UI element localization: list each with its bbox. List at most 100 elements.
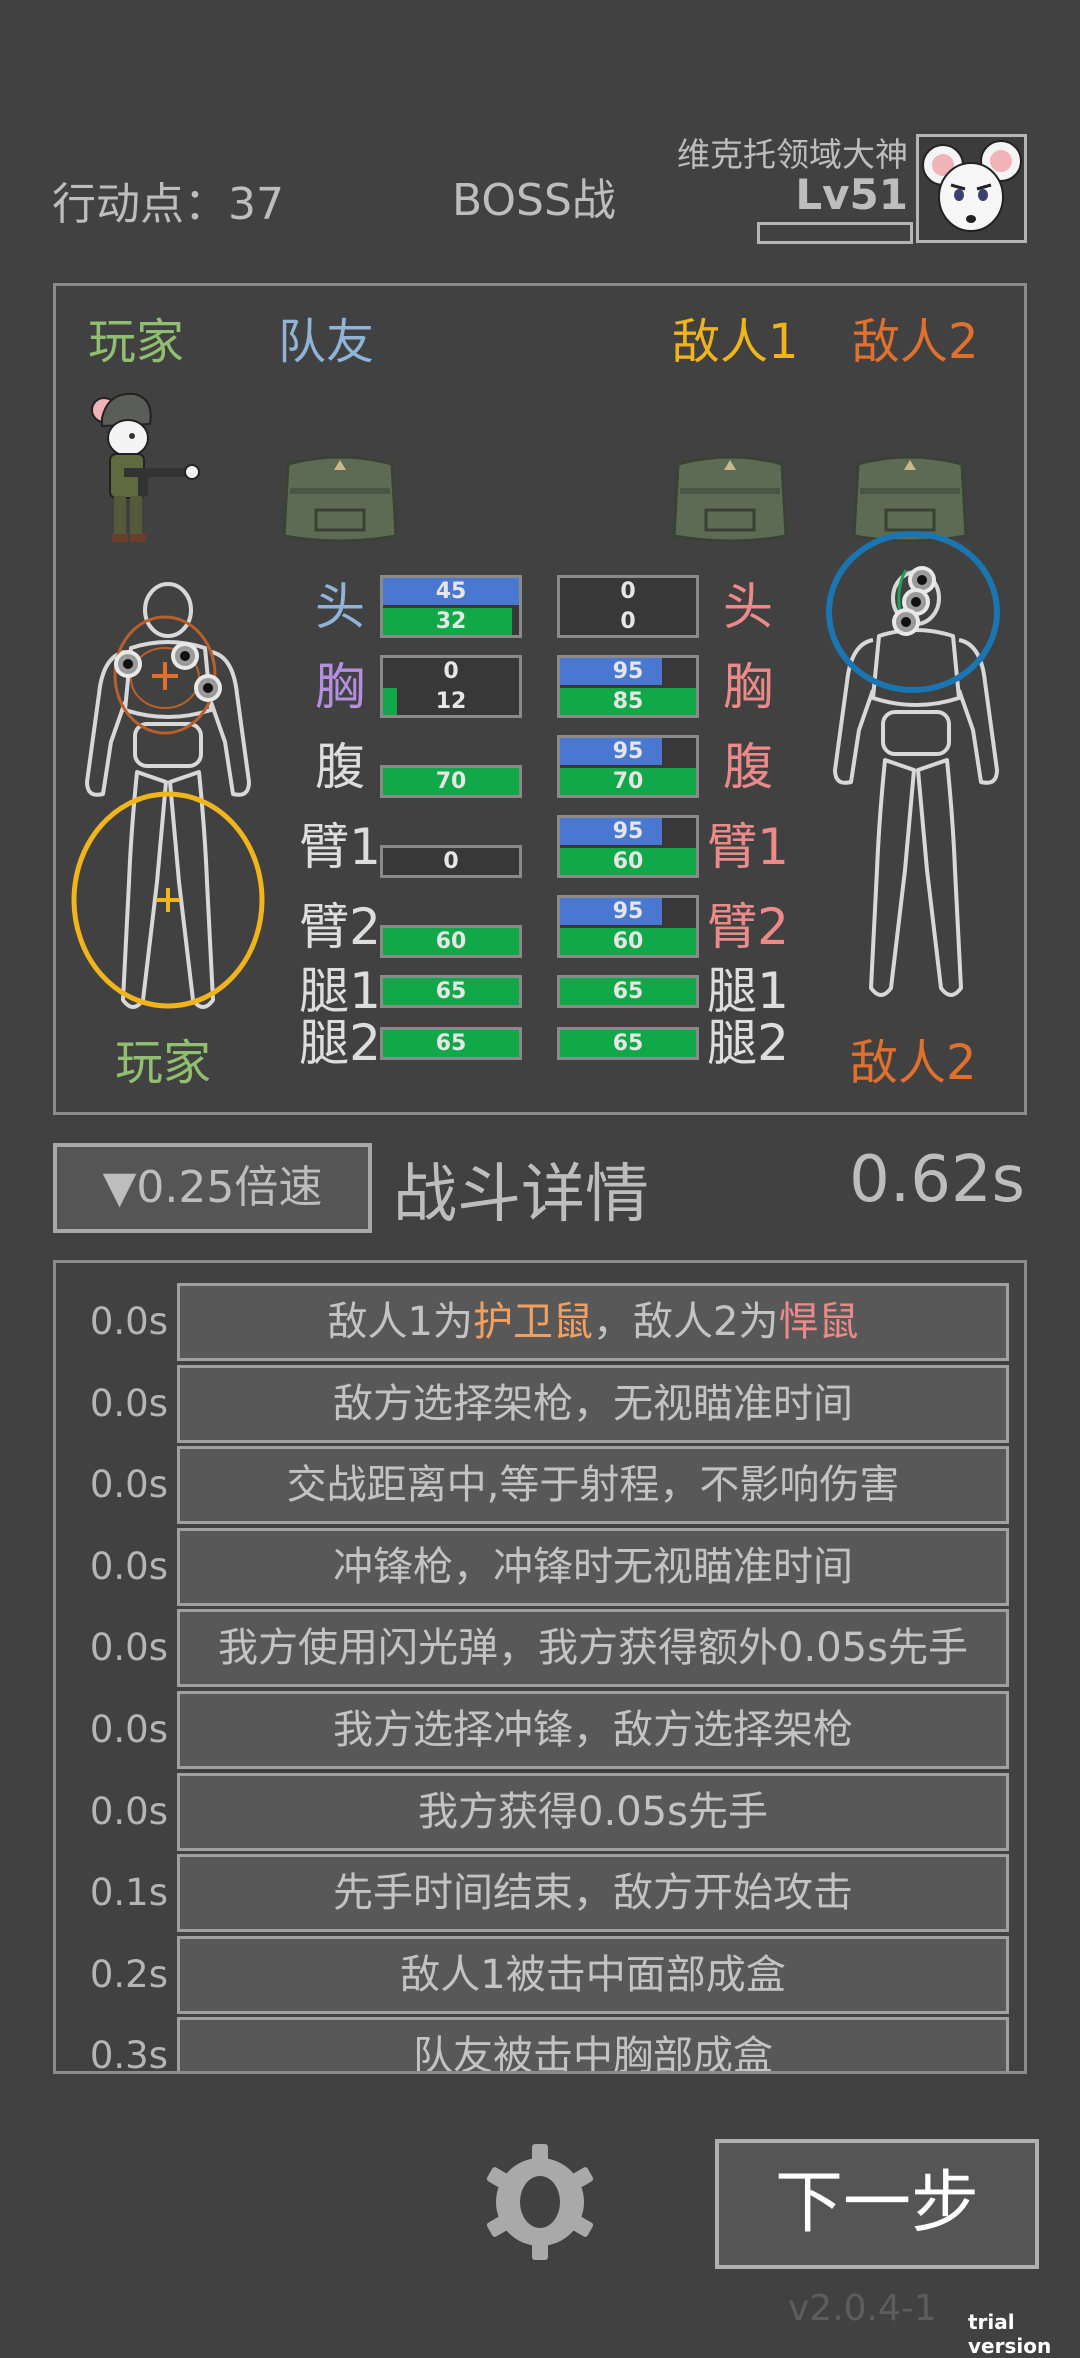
armor-value: 45	[435, 579, 467, 604]
part-label-right: 臂2	[707, 898, 789, 956]
log-time: 0.2s	[89, 1952, 168, 1996]
part-label-left: 腹	[315, 738, 365, 796]
armor-bar: 95	[560, 898, 696, 925]
part-label-left: 臂2	[299, 898, 381, 956]
log-entry: 0.2s 敌人1被击中面部成盒	[56, 1935, 1024, 2014]
battle-details-title: 战斗详情	[393, 1158, 649, 1232]
hp-bar: 60	[560, 848, 696, 875]
log-text-segment: 敌人1被击中面部成盒	[400, 1951, 786, 1998]
status-bars-left: 0	[380, 845, 522, 878]
hp-bar: 70	[560, 768, 696, 795]
action-points: 行动点：37	[52, 179, 284, 230]
hp-value: 60	[612, 929, 644, 954]
hp-bar: 0	[560, 608, 696, 635]
log-time: 0.0s	[89, 1300, 168, 1343]
target-crosshair-icon	[156, 888, 180, 912]
log-text-segment: 我方选择冲锋，敌方选择架枪	[333, 1707, 853, 1753]
status-bars-left: 60	[380, 925, 522, 958]
hp-bar: 65	[560, 1030, 696, 1057]
trial-watermark: trial version	[968, 2310, 1052, 2358]
status-bars-right: 65	[557, 1027, 699, 1060]
status-bars-left: 65	[380, 1027, 522, 1060]
hp-bar: 70	[383, 768, 519, 795]
hp-value: 60	[435, 929, 467, 954]
log-text-segment: ，敌人2为	[593, 1299, 779, 1345]
armor-bar-fill	[560, 818, 662, 845]
log-message: 队友被击中胸部成盒	[177, 2017, 1009, 2074]
armor-bar: 45	[383, 578, 519, 605]
hp-bar-fill	[560, 848, 696, 875]
hp-bar: 32	[383, 608, 519, 635]
hp-bar-fill	[383, 928, 519, 955]
hp-bar-fill	[560, 928, 696, 955]
hp-value: 70	[612, 769, 644, 794]
part-label-left: 头	[315, 578, 365, 636]
hp-value: 65	[435, 1031, 467, 1056]
part-label-left: 臂1	[299, 818, 381, 876]
next-step-button[interactable]: 下一步	[715, 2139, 1039, 2269]
log-text-segment: 交战距离中,等于射程，不影响伤害	[286, 1462, 900, 1509]
exp-bar	[757, 222, 913, 244]
aim-zone-legs	[71, 791, 265, 1009]
hp-value: 70	[435, 769, 467, 794]
hp-bar-fill	[383, 978, 519, 1005]
armor-bar-fill	[560, 738, 662, 765]
avatar[interactable]	[916, 134, 1027, 243]
hp-bar: 65	[383, 1030, 519, 1057]
status-bars-right: 65	[557, 975, 699, 1008]
hp-bar-fill	[383, 768, 519, 795]
hp-bar: 12	[383, 688, 519, 715]
log-time: 0.0s	[89, 1544, 168, 1588]
hp-bar: 60	[560, 928, 696, 955]
player-body-diagram[interactable]	[68, 578, 268, 1018]
log-time: 0.1s	[89, 1871, 168, 1915]
hp-bar: 65	[383, 978, 519, 1005]
log-entry: 0.0s 交战距离中,等于射程，不影响伤害	[56, 1446, 1024, 1525]
hp-bar: 65	[560, 978, 696, 1005]
hp-value: 12	[435, 689, 467, 714]
label-player: 玩家	[88, 314, 185, 370]
label-enemy2: 敌人2	[852, 314, 979, 370]
aim-zone-chest	[113, 615, 217, 735]
left-target-label: 玩家	[115, 1035, 212, 1091]
log-message: 敌人1为护卫鼠，敌人2为悍鼠	[177, 1283, 1009, 1361]
status-bars-left: 70	[380, 765, 522, 798]
armor-bar: 95	[560, 818, 696, 845]
armor-bar: 0	[560, 578, 696, 605]
version-label: v2.0.4-1	[788, 2288, 937, 2329]
battle-timer: 0.62s	[849, 1143, 1025, 1217]
hp-value: 65	[435, 979, 467, 1004]
part-label-right: 胸	[723, 658, 773, 716]
player-level: Lv51	[795, 170, 908, 219]
label-enemy1: 敌人1	[672, 314, 799, 370]
log-text-segment: 我方获得0.05s先手	[418, 1788, 768, 1835]
battle-status-panel	[53, 283, 1027, 1115]
hp-bar-fill	[383, 608, 513, 635]
hp-bar-fill	[383, 1030, 519, 1057]
right-target-label: 敌人2	[850, 1035, 977, 1091]
aim-crosshair-icon	[152, 662, 178, 690]
log-text-segment: 悍鼠	[778, 1299, 859, 1345]
log-time: 0.0s	[89, 1463, 168, 1507]
aim-zone-head	[826, 531, 1000, 693]
speed-toggle-button[interactable]: ▼0.25倍速	[53, 1143, 372, 1233]
settings-gear-icon[interactable]	[478, 2140, 602, 2264]
log-text-segment: 队友被击中胸部成盒	[413, 2033, 773, 2074]
enemy1-loot-crate-icon	[672, 455, 788, 543]
armor-bar: 0	[383, 658, 519, 685]
enemy-body-diagram[interactable]	[818, 530, 1018, 1000]
part-label-right: 腿2	[707, 1014, 789, 1072]
part-label-left: 腿2	[299, 1014, 381, 1072]
hp-value: 0	[620, 609, 636, 634]
